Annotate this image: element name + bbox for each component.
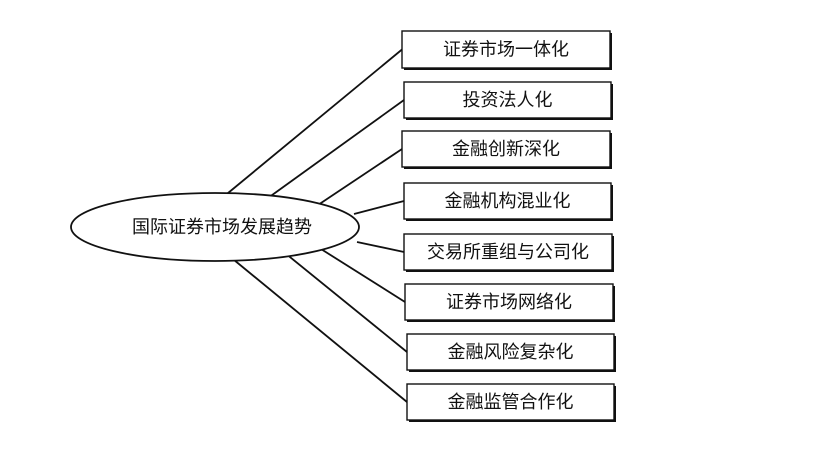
trend-box <box>401 30 611 69</box>
trend-box <box>404 283 614 321</box>
connector-line <box>221 48 403 199</box>
trend-box <box>403 233 613 271</box>
trend-box <box>403 81 612 119</box>
trend-label: 证券市场一体化 <box>443 40 569 61</box>
connector-line <box>317 148 403 206</box>
center-label: 国际证券市场发展趋势 <box>132 217 312 238</box>
center-ellipse <box>70 192 360 262</box>
trend-label: 证券市场网络化 <box>446 292 572 313</box>
trend-label: 金融监管合作化 <box>448 392 574 413</box>
trend-label: 金融创新深化 <box>452 139 560 160</box>
trend-label: 金融机构混业化 <box>445 191 571 212</box>
connector-line <box>284 252 408 353</box>
trend-label: 金融风险复杂化 <box>448 342 574 363</box>
trend-box <box>403 182 612 220</box>
trend-label: 交易所重组与公司化 <box>427 242 589 263</box>
connector-lines <box>221 48 408 403</box>
connector-line <box>267 99 405 199</box>
connector-line <box>356 241 405 253</box>
connector-line <box>353 200 405 215</box>
trend-boxes: 证券市场一体化投资法人化金融创新深化金融机构混业化交易所重组与公司化证券市场网络… <box>401 30 616 422</box>
connector-line <box>320 248 406 303</box>
connector-line <box>227 254 408 403</box>
trend-box <box>406 383 615 421</box>
trend-box <box>401 130 611 168</box>
trend-label: 投资法人化 <box>463 90 553 111</box>
trend-box <box>406 333 615 371</box>
